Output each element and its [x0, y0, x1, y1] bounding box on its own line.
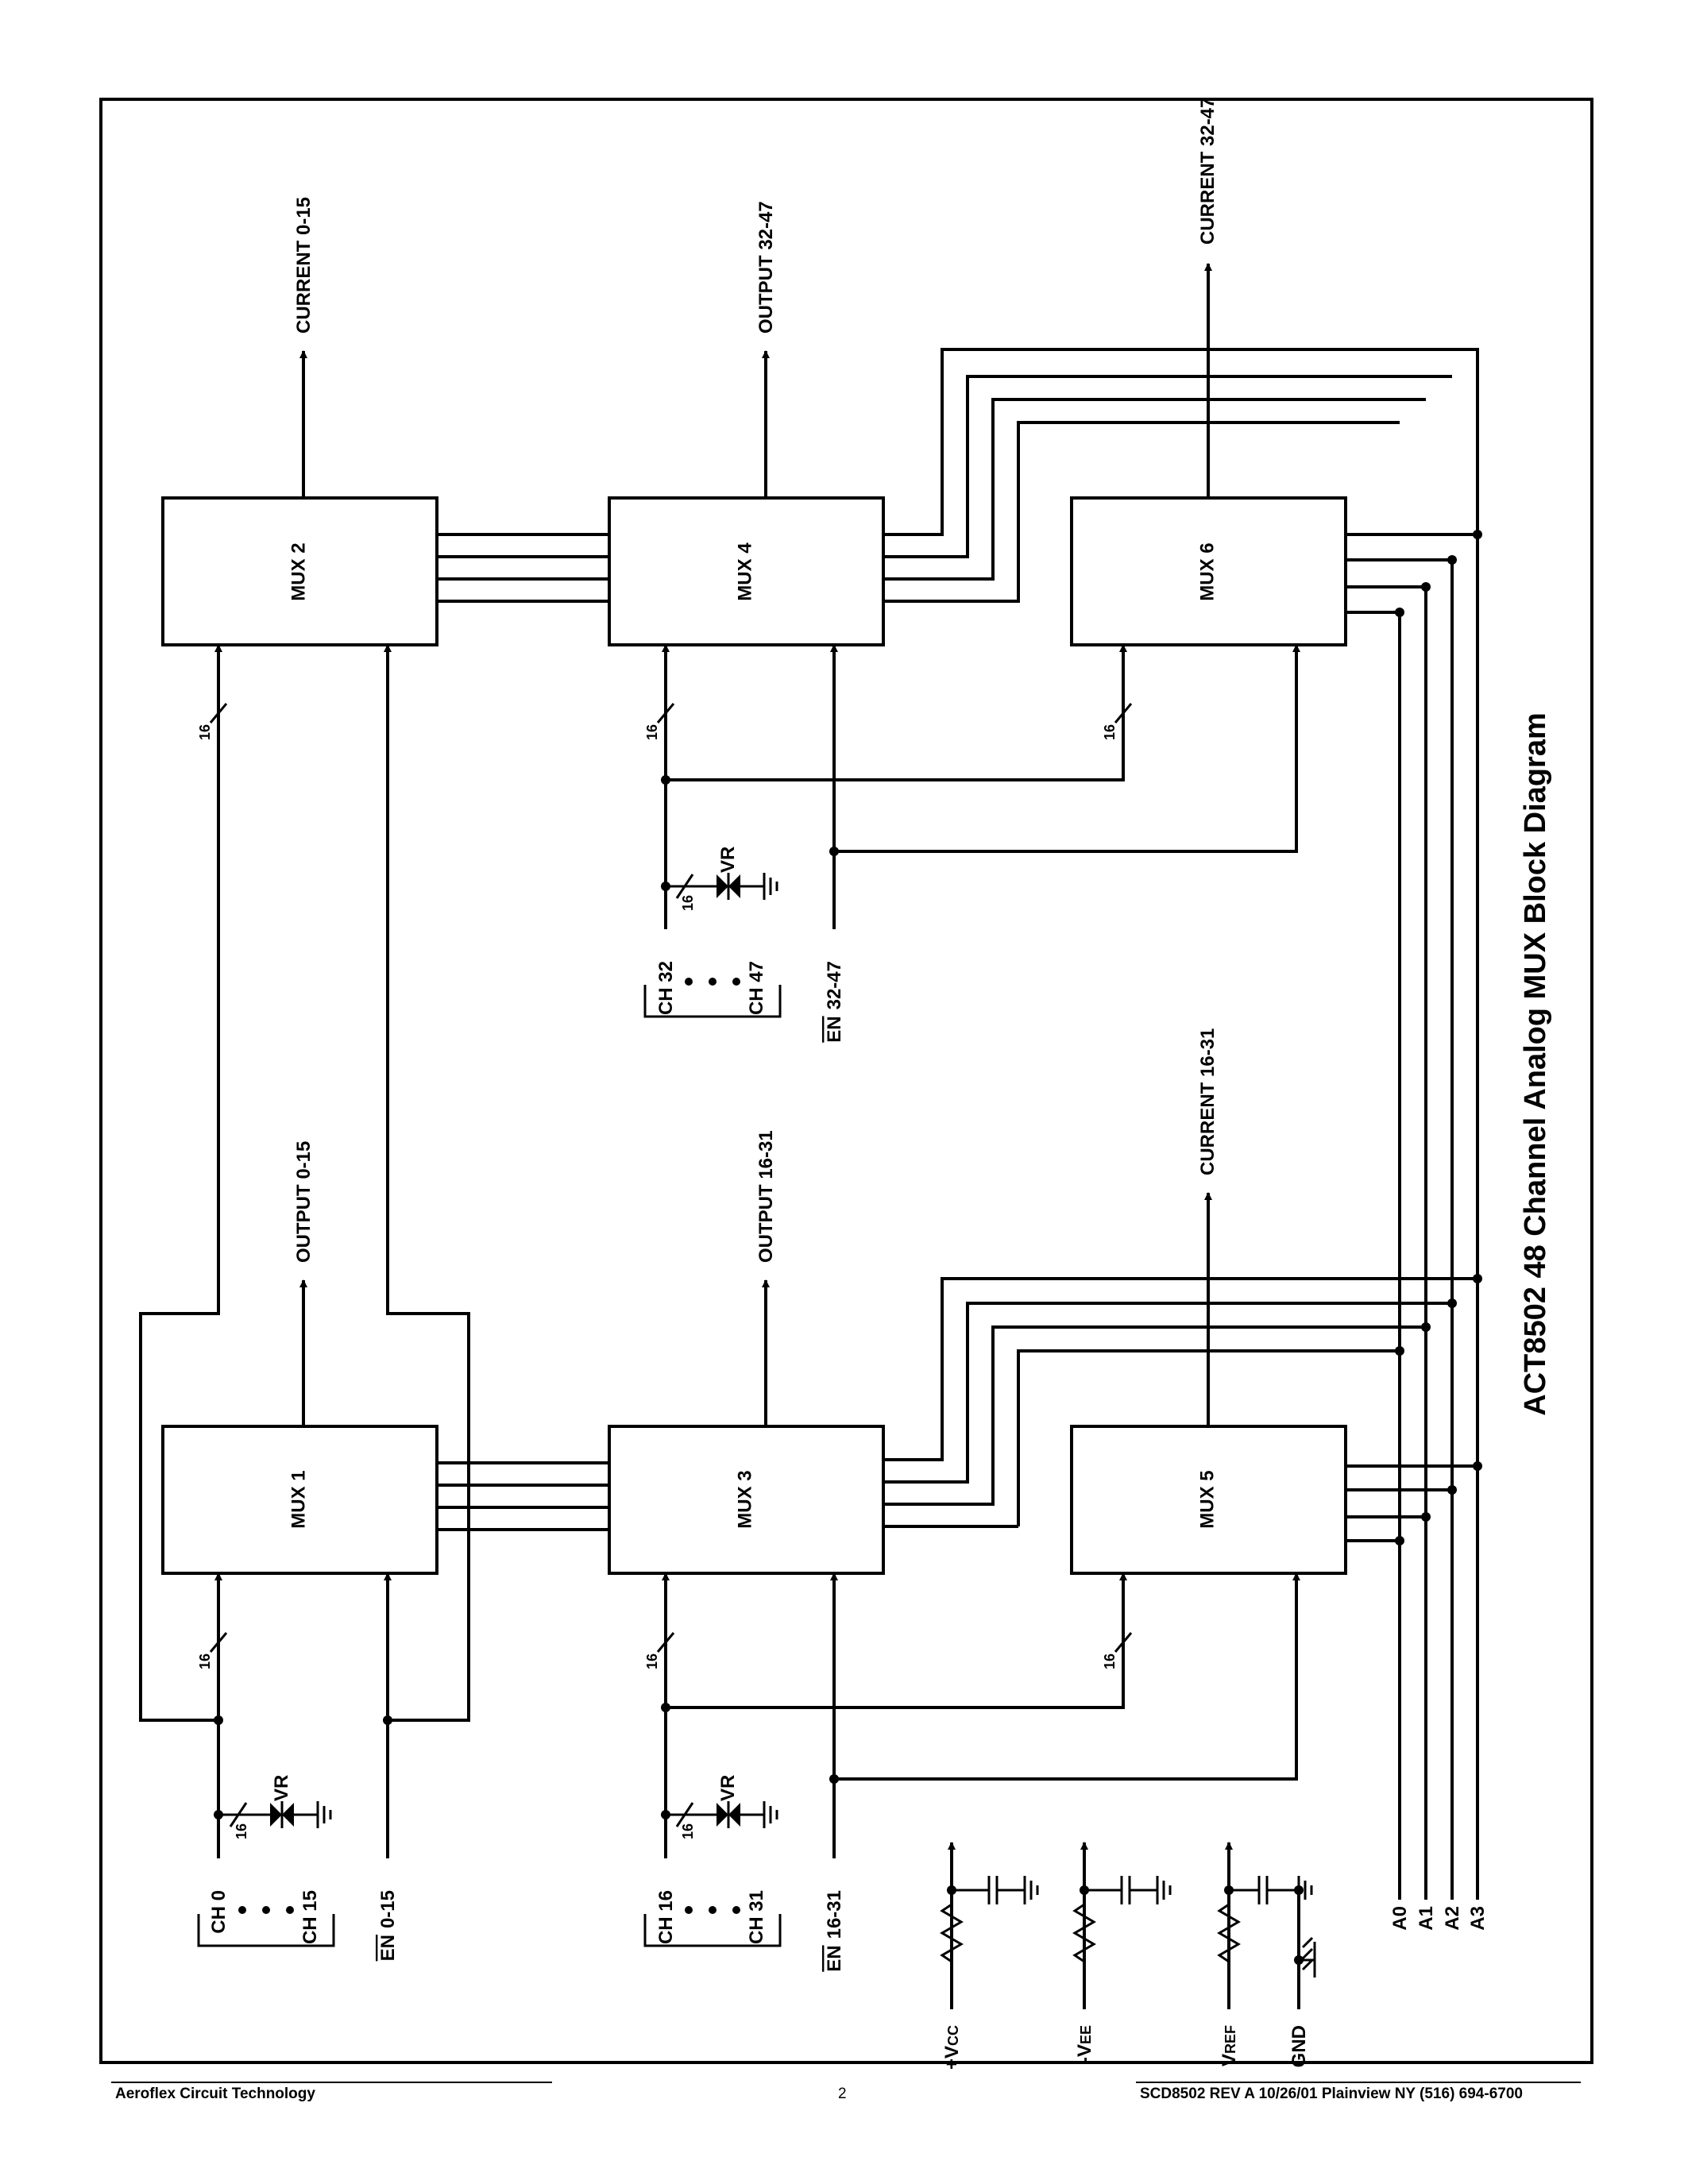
address-bus — [883, 348, 1479, 1900]
address-a1: A1 — [1416, 1906, 1437, 1931]
vcc-label: +VCC — [941, 2025, 963, 2070]
vee-sub: EE — [1078, 2025, 1094, 2044]
mux2-mux4-bus — [437, 533, 609, 603]
footer-company: Aeroflex Circuit Technology — [115, 2086, 315, 2102]
diagram-title: ACT8502 48 Channel Analog MUX Block Diag… — [1519, 712, 1552, 1416]
mux-5: MUX 5 — [1070, 1425, 1347, 1575]
en-range-0-15: 0-15 — [377, 1890, 399, 1928]
en-bar-label-3: EN — [824, 1016, 845, 1042]
group-1-inputs — [139, 644, 470, 1858]
ch31-label: CH 31 — [746, 1890, 767, 1944]
vcc-sub: CC — [945, 2025, 961, 2046]
ch15-label: CH 15 — [299, 1890, 321, 1944]
output-32-47-label: OUTPUT 32-47 — [755, 201, 777, 334]
current-0-15-label: CURRENT 0-15 — [293, 197, 315, 334]
bus-width-vr-1: 16 — [234, 1823, 249, 1839]
channel-bracket-2 — [643, 1906, 782, 1947]
channel-bracket-1 — [197, 1906, 335, 1947]
footer-doc-info: SCD8502 REV A 10/26/01 Plainview NY (516… — [1140, 2086, 1523, 2102]
output-16-31-label: OUTPUT 16-31 — [755, 1130, 777, 1263]
en-16-31-label: EN 16-31 — [824, 1890, 845, 1972]
mux-1-label: MUX 1 — [288, 1470, 309, 1528]
mux-2: MUX 2 — [161, 496, 438, 646]
bus-width-vr-3: 16 — [680, 895, 696, 911]
current-32-47-label: CURRENT 32-47 — [1197, 98, 1219, 245]
ch16-label: CH 16 — [655, 1890, 677, 1944]
channel-bracket-3 — [643, 978, 782, 1018]
address-junction-dots — [1395, 530, 1482, 1545]
mux-3-label: MUX 3 — [734, 1470, 755, 1528]
vref-label: VREF — [1219, 2025, 1240, 2066]
en-range-32-47: 32-47 — [824, 961, 845, 1009]
mux-3: MUX 3 — [608, 1425, 885, 1575]
bus-width-vr-2: 16 — [680, 1823, 696, 1839]
address-a3: A3 — [1467, 1906, 1489, 1931]
vee-label: -VEE — [1074, 2025, 1095, 2063]
vr-label-2: VR — [717, 1775, 739, 1801]
vr-label-1: VR — [271, 1775, 292, 1801]
address-a2: A2 — [1442, 1906, 1463, 1931]
ch0-label: CH 0 — [208, 1890, 230, 1934]
vref-sub: REF — [1223, 2025, 1238, 2054]
bus-width-mux4: 16 — [644, 724, 660, 740]
group-3-inputs — [656, 644, 1300, 929]
gnd-label: GND — [1288, 2025, 1310, 2067]
mux-4-label: MUX 4 — [734, 542, 755, 601]
mux-6-label: MUX 6 — [1196, 542, 1218, 600]
en-range-16-31: 16-31 — [824, 1890, 845, 1939]
vcc-sign: +V — [941, 2046, 963, 2070]
address-a0: A0 — [1389, 1906, 1411, 1931]
bus-width-mux3: 16 — [644, 1653, 660, 1669]
footer-page-number: 2 — [838, 2086, 847, 2102]
mux-6: MUX 6 — [1070, 496, 1347, 646]
mux-1: MUX 1 — [161, 1425, 438, 1575]
bus-width-mux5: 16 — [1102, 1653, 1118, 1669]
mux-4: MUX 4 — [608, 496, 885, 646]
bus-width-mux6: 16 — [1102, 724, 1118, 740]
group-2-inputs — [656, 1572, 1300, 1858]
bus-width-mux1: 16 — [197, 1653, 213, 1669]
vr-label-3: VR — [717, 847, 739, 873]
vref-v: V — [1219, 2054, 1240, 2066]
en-bar-label-1: EN — [377, 1935, 399, 1961]
en-0-15-label: EN 0-15 — [377, 1890, 399, 1961]
output-0-15-label: OUTPUT 0-15 — [293, 1141, 315, 1263]
current-16-31-label: CURRENT 16-31 — [1197, 1028, 1219, 1175]
en-32-47-label: EN 32-47 — [824, 961, 845, 1043]
diagram-frame — [99, 98, 1593, 2064]
mux-5-label: MUX 5 — [1196, 1470, 1218, 1528]
bus-width-mux2: 16 — [197, 724, 213, 740]
en-bar-label-2: EN — [824, 1945, 845, 1971]
mux-2-label: MUX 2 — [288, 542, 309, 600]
output-arrows — [299, 263, 1212, 1426]
ch47-label: CH 47 — [746, 961, 767, 1015]
ch32-label: CH 32 — [655, 961, 677, 1015]
power-supply-section — [940, 1842, 1316, 2009]
vee-sign: -V — [1074, 2044, 1095, 2063]
mux1-mux3-bus — [437, 1461, 609, 1531]
